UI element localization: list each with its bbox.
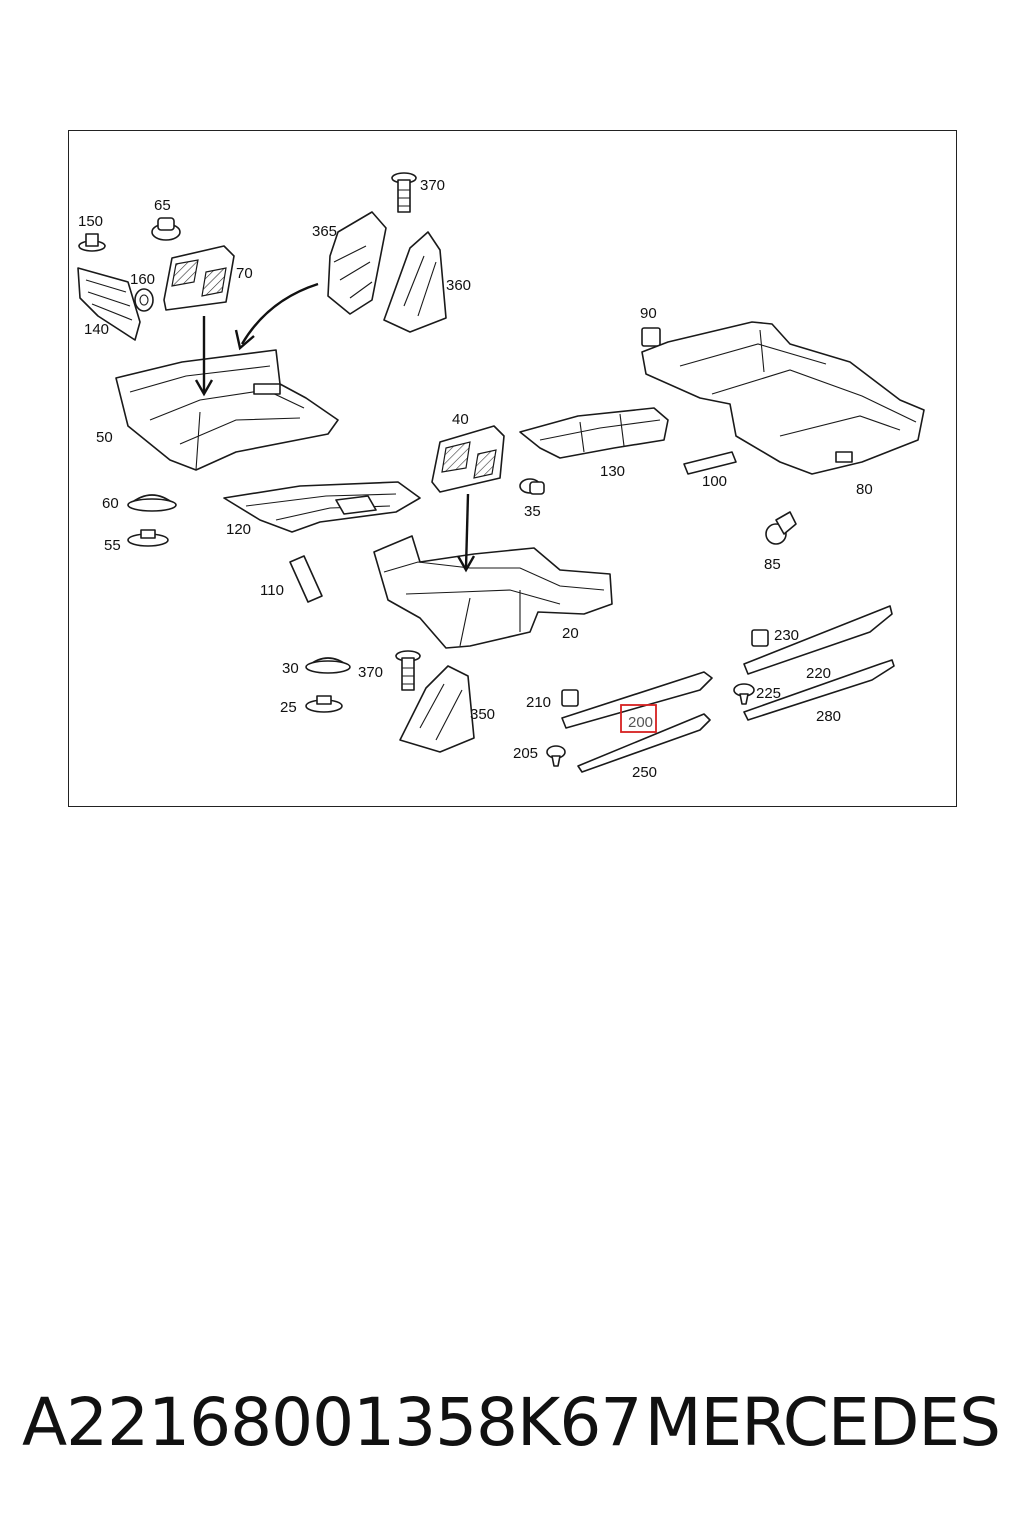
callout-85: 85 — [764, 556, 781, 573]
callout-110: 110 — [260, 582, 284, 599]
callout-55: 55 — [104, 537, 121, 554]
part-80-floor-mat — [641, 321, 925, 475]
part-85-push-pin — [765, 511, 797, 545]
part-130-insulation — [519, 407, 669, 459]
callout-230: 230 — [774, 627, 799, 644]
callout-200: 200 — [628, 714, 653, 731]
callout-100: 100 — [702, 473, 727, 490]
part-65-clip — [151, 217, 181, 241]
callout-80: 80 — [856, 481, 873, 498]
callout-350: 350 — [470, 706, 495, 723]
part-70-mat-panel — [163, 245, 235, 311]
callout-35: 35 — [524, 503, 541, 520]
part-100-strip — [683, 451, 737, 475]
part-160-grommet — [134, 288, 154, 312]
part-200-sill-trim — [561, 671, 713, 729]
brand-name: MERCEDES — [644, 1384, 1001, 1461]
part-150-nut — [78, 233, 106, 252]
callout-140: 140 — [84, 321, 109, 338]
part-360-bracket — [383, 231, 447, 333]
callout-20: 20 — [562, 625, 579, 642]
callout-225: 225 — [756, 685, 781, 702]
part-40-mat-panel — [431, 425, 505, 493]
part-60-retainer — [127, 494, 177, 512]
callout-360: 360 — [446, 277, 471, 294]
part-250-sill-trim — [577, 713, 711, 773]
part-25-retainer — [305, 695, 343, 713]
callout-90: 90 — [640, 305, 657, 322]
callout-250: 250 — [632, 764, 657, 781]
callout-160: 160 — [130, 271, 155, 288]
assembly-arrows — [194, 282, 476, 573]
part-370-bolt-lower — [395, 650, 421, 691]
part-350-bracket — [399, 665, 475, 753]
part-20-floor-mat — [373, 535, 613, 649]
callout-65: 65 — [154, 197, 171, 214]
part-number: A22168001358K67 — [22, 1384, 642, 1461]
callout-30: 30 — [282, 660, 299, 677]
callout-370-top: 370 — [420, 177, 445, 194]
callout-60: 60 — [102, 495, 119, 512]
part-205-push-pin — [546, 745, 566, 767]
part-220-sill-trim — [743, 605, 893, 675]
part-120-insulation — [223, 481, 421, 533]
callout-70: 70 — [236, 265, 253, 282]
part-90-clip — [641, 327, 661, 347]
part-35-clip — [519, 478, 545, 495]
part-110-pad — [289, 555, 323, 603]
part-365-bracket — [327, 211, 387, 315]
callout-200-highlight-box — [620, 704, 657, 733]
part-370-bolt-top — [391, 172, 417, 213]
callout-205: 205 — [513, 745, 538, 762]
part-30-retainer — [305, 657, 351, 674]
part-50-floor-mat — [115, 349, 339, 471]
callout-150: 150 — [78, 213, 103, 230]
callout-370-lower: 370 — [358, 664, 383, 681]
part-55-retainer — [127, 529, 169, 547]
callout-280: 280 — [816, 708, 841, 725]
part-210-clip — [561, 689, 579, 707]
callout-25: 25 — [280, 699, 297, 716]
part-280-sill-trim — [743, 659, 895, 721]
callout-labels: 370 150 65 365 70 160 360 140 90 50 40 1… — [78, 177, 873, 781]
footer: A22168001358K67 MERCEDES — [0, 1378, 1024, 1478]
callout-120: 120 — [226, 521, 251, 538]
part-230-clip — [751, 629, 769, 647]
part-225-push-pin — [733, 683, 755, 705]
callout-130: 130 — [600, 463, 625, 480]
callout-220: 220 — [806, 665, 831, 682]
callout-210: 210 — [526, 694, 551, 711]
callout-365: 365 — [312, 223, 337, 240]
callout-40: 40 — [452, 411, 469, 428]
part-140-panel — [77, 267, 141, 341]
callout-50: 50 — [96, 429, 113, 446]
